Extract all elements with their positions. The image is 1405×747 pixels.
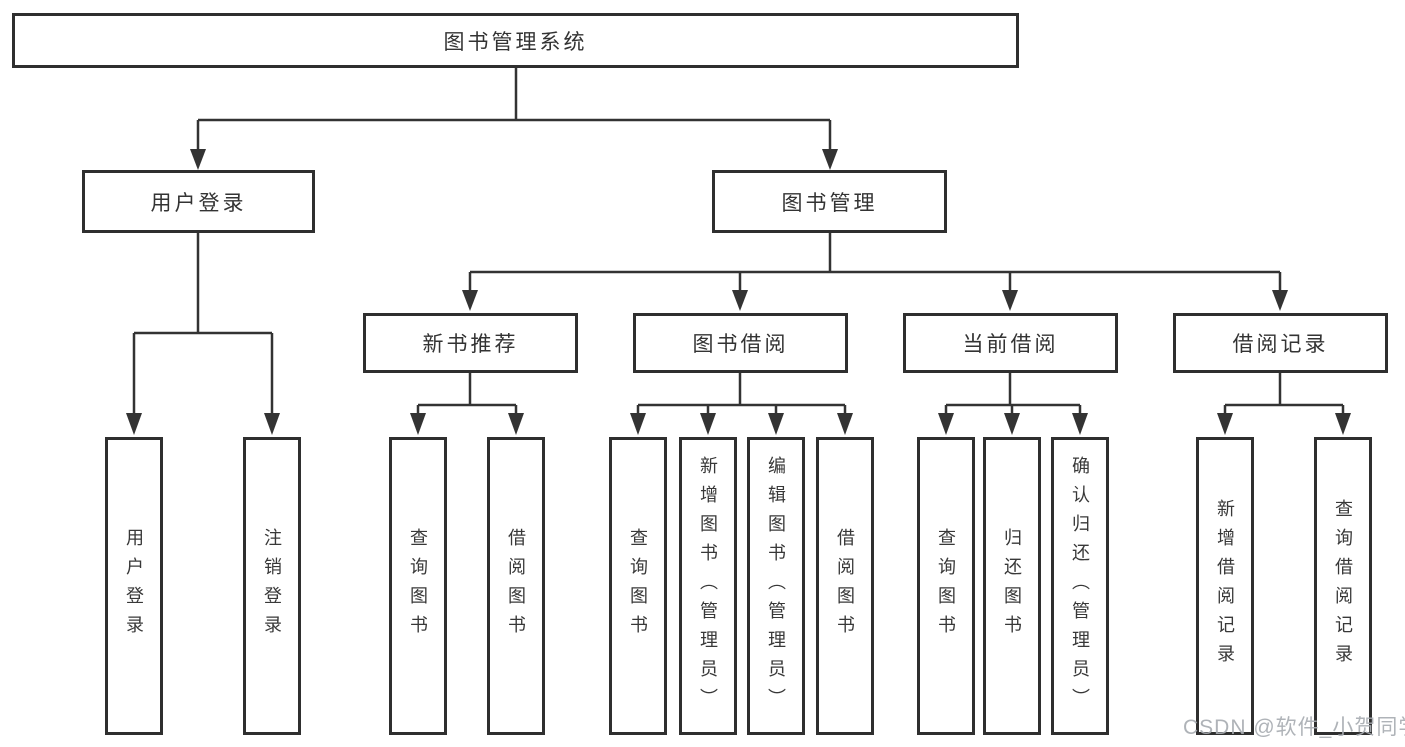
arrowhead (938, 413, 954, 435)
leaf-borrow-borrow-books: 借阅图书 (816, 437, 874, 735)
node-label: 查询借阅记录 (1333, 499, 1353, 673)
arrowhead (410, 413, 426, 435)
leaf-borrow-add-books-admin: 新增图书（管理员） (679, 437, 737, 735)
node-label: 当前借阅 (962, 333, 1059, 356)
node-label: 借阅记录 (1232, 333, 1329, 356)
arrowhead (190, 149, 206, 170)
node-label: 用户登录 (124, 528, 144, 644)
arrowhead (700, 413, 716, 435)
node-label: 编辑图书（管理员） (766, 455, 786, 717)
leaf-newbook-borrow-books: 借阅图书 (487, 437, 545, 735)
arrowhead (264, 413, 280, 435)
node-label: 图书管理 (781, 191, 878, 215)
arrowhead (462, 290, 478, 311)
node-label: 新增图书（管理员） (698, 455, 718, 717)
arrowhead (822, 149, 838, 170)
node-current-borrowing: 当前借阅 (903, 313, 1118, 373)
node-root-library-system: 图书管理系统 (12, 13, 1019, 68)
leaf-records-add-record: 新增借阅记录 (1196, 437, 1254, 735)
arrowhead (126, 413, 142, 435)
node-label: 新书推荐 (422, 333, 519, 356)
node-label: 归还图书 (1002, 528, 1022, 644)
arrowhead (1217, 413, 1233, 435)
arrowhead (1272, 290, 1288, 311)
leaf-newbook-query-books: 查询图书 (389, 437, 447, 735)
leaf-logout: 注销登录 (243, 437, 301, 735)
node-label: 确认归还（管理员） (1070, 455, 1090, 717)
leaf-user-login: 用户登录 (105, 437, 163, 735)
node-label: 注销登录 (262, 528, 282, 644)
leaf-current-confirm-return-admin: 确认归还（管理员） (1051, 437, 1109, 735)
leaf-current-query-books: 查询图书 (917, 437, 975, 735)
node-label: 查询图书 (628, 528, 648, 644)
arrowhead (1002, 290, 1018, 311)
node-label: 借阅图书 (835, 528, 855, 644)
node-new-book-recommend: 新书推荐 (363, 313, 578, 373)
node-user-login: 用户登录 (82, 170, 315, 233)
node-label: 借阅图书 (506, 528, 526, 644)
arrowhead (508, 413, 524, 435)
arrowhead (1335, 413, 1351, 435)
arrowhead (630, 413, 646, 435)
node-label: 新增借阅记录 (1215, 499, 1235, 673)
arrowhead (732, 290, 748, 311)
node-label: 查询图书 (408, 528, 428, 644)
leaf-records-query-record: 查询借阅记录 (1314, 437, 1372, 735)
node-borrowing-records: 借阅记录 (1173, 313, 1388, 373)
arrowhead (837, 413, 853, 435)
leaf-current-return-books: 归还图书 (983, 437, 1041, 735)
node-label: 图书管理系统 (443, 30, 588, 54)
leaf-borrow-edit-books-admin: 编辑图书（管理员） (747, 437, 805, 735)
csdn-watermark: CSDN @软件_小贺同学 (1183, 716, 1405, 739)
node-label: 查询图书 (936, 528, 956, 644)
node-book-management: 图书管理 (712, 170, 947, 233)
node-label: 图书借阅 (692, 333, 789, 356)
arrowhead (1004, 413, 1020, 435)
node-book-borrowing: 图书借阅 (633, 313, 848, 373)
leaf-borrow-query-books: 查询图书 (609, 437, 667, 735)
node-label: 用户登录 (150, 191, 247, 215)
arrowhead (768, 413, 784, 435)
arrowhead (1072, 413, 1088, 435)
